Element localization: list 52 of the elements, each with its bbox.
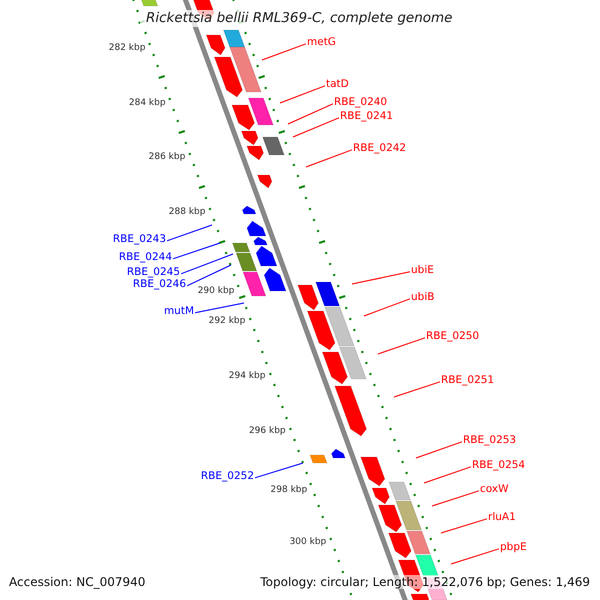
gene-label: RBE_0251 bbox=[441, 374, 494, 387]
gene-label: pbpE bbox=[500, 541, 527, 554]
accession-text: Accession: NC_007940 bbox=[9, 575, 146, 589]
leader-line bbox=[416, 441, 462, 458]
leader-line bbox=[440, 518, 488, 534]
leader-line bbox=[288, 103, 334, 124]
leader-line bbox=[180, 254, 234, 274]
leader-line bbox=[254, 462, 304, 478]
gene-label: mutM bbox=[164, 305, 194, 318]
gene-label: RBE_0253 bbox=[463, 434, 516, 447]
gene-label: metG bbox=[307, 36, 336, 49]
gene-label: RBE_0242 bbox=[353, 142, 406, 155]
leader-line bbox=[280, 85, 326, 104]
leader-line bbox=[172, 242, 220, 260]
gene-label: RBE_0245 bbox=[126, 266, 180, 279]
leader-line bbox=[394, 381, 440, 398]
scale-label: 286 kbp bbox=[148, 152, 186, 163]
scale-label: 288 kbp bbox=[168, 207, 206, 218]
scale-label: 292 kbp bbox=[208, 316, 246, 327]
gene-label: RBE_0240 bbox=[334, 96, 388, 109]
scale-label: 294 kbp bbox=[228, 371, 266, 382]
leader-line bbox=[424, 466, 472, 484]
gene-label: RBE_0246 bbox=[132, 278, 186, 291]
leader-line bbox=[186, 264, 232, 286]
scale-label: 290 kbp bbox=[198, 286, 234, 297]
leader-line bbox=[450, 548, 500, 564]
gene-label: RBE_0250 bbox=[426, 330, 480, 343]
scale-label: 296 kbp bbox=[248, 426, 286, 437]
gene-label: ubiE bbox=[411, 264, 434, 277]
leader-line bbox=[378, 337, 426, 354]
leader-line bbox=[364, 298, 410, 316]
genome-info-text: Topology: circular; Length: 1,522,076 bp; Genes: 1,469 bbox=[260, 575, 590, 589]
scale-label: 282 kbp bbox=[108, 43, 146, 54]
gene-label: tatD bbox=[326, 78, 349, 91]
leader-line bbox=[194, 302, 244, 314]
gene-label: ubiB bbox=[411, 291, 434, 304]
gene-label: RBE_0254 bbox=[472, 459, 526, 472]
scale-label: 284 kbp bbox=[128, 98, 166, 109]
scale-label: 300 kbp bbox=[290, 537, 326, 548]
leader-line bbox=[166, 224, 212, 242]
gene-label: RBE_0241 bbox=[340, 110, 394, 123]
gene-label: RBE_0243 bbox=[112, 233, 166, 246]
gene-label: rluA1 bbox=[488, 511, 516, 524]
gene-label: RBE_0244 bbox=[118, 251, 172, 264]
leader-line bbox=[262, 43, 306, 60]
gene-label: coxW bbox=[480, 483, 508, 496]
leader-line bbox=[432, 490, 480, 506]
scale-label: 298 kbp bbox=[270, 485, 308, 496]
leader-line bbox=[292, 117, 340, 138]
leader-line bbox=[352, 271, 410, 284]
gene-label: RBE_0252 bbox=[200, 470, 254, 483]
leader-line bbox=[306, 149, 352, 168]
